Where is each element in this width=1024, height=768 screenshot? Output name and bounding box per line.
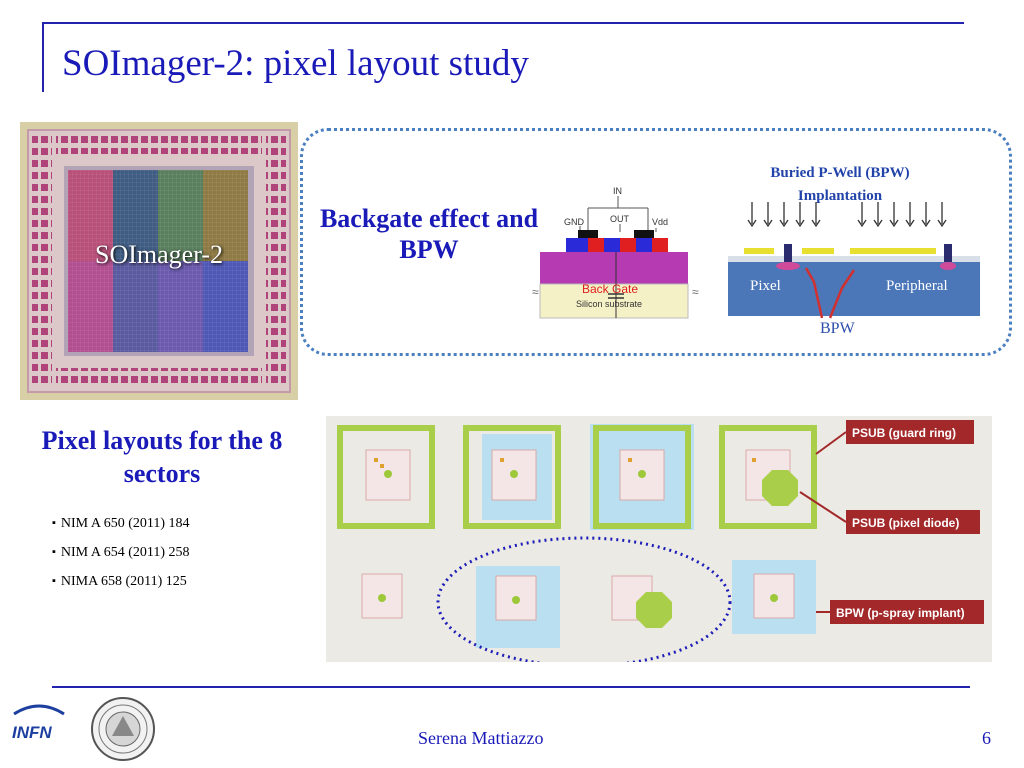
pixel-cell xyxy=(337,425,435,529)
chip-label: SOImager-2 xyxy=(95,240,223,269)
backgate-panel xyxy=(300,128,1012,356)
pixel-cell xyxy=(590,424,694,530)
label-pixel-diode: PSUB (pixel diode) xyxy=(852,516,959,530)
reference-item: NIM A 650 (2011) 184 xyxy=(52,516,190,545)
pixel-cell xyxy=(476,566,560,648)
bpw-label: BPW xyxy=(820,320,855,337)
label-vdd: Vdd xyxy=(652,217,668,227)
svg-text:≈: ≈ xyxy=(532,285,539,299)
chip-image xyxy=(20,122,298,400)
reference-item: NIMA 658 (2011) 125 xyxy=(52,574,190,603)
pixel-layouts-image: PSUB (guard ring) PSUB (pixel diode) BPW… xyxy=(326,416,992,668)
infn-logo: INFN xyxy=(8,700,70,750)
transistor-cross-section: ≈ ≈ IN GND OUT Vdd Back Gate Silicon sub… xyxy=(530,182,708,322)
reference-list: NIM A 650 (2011) 184 NIM A 654 (2011) 25… xyxy=(52,516,190,603)
title-rule-left xyxy=(42,22,44,92)
slide-title: SOImager-2: pixel layout study xyxy=(62,43,529,84)
page-number: 6 xyxy=(982,728,991,748)
backgate-caption: Backgate effect and BPW xyxy=(319,204,539,264)
bpw-diagram: Pixel Peripheral xyxy=(726,200,982,320)
reference-item: NIM A 654 (2011) 258 xyxy=(52,545,190,574)
label-back-gate: Back Gate xyxy=(582,282,638,296)
pixel-cell xyxy=(611,575,672,628)
footer-rule xyxy=(52,686,970,688)
footer-author: Serena Mattiazzo xyxy=(418,728,544,748)
pixel-layout-caption: Pixel layouts for the 8 sectors xyxy=(41,426,283,488)
pixel-cell xyxy=(719,425,817,529)
label-substrate: Silicon substrate xyxy=(576,299,642,309)
svg-text:≈: ≈ xyxy=(692,285,699,299)
label-out: OUT xyxy=(610,214,630,224)
label-pixel: Pixel xyxy=(750,278,781,294)
label-bpw-implant: BPW (p-spray implant) xyxy=(836,606,965,620)
bpw-diagram-title: Buried P-Well (BPW) Implantation xyxy=(770,165,910,204)
pixel-cell xyxy=(463,425,561,529)
title-rule-top xyxy=(42,22,964,24)
svg-text:INFN: INFN xyxy=(12,723,52,742)
label-in: IN xyxy=(613,186,622,196)
label-peripheral: Peripheral xyxy=(886,278,948,294)
pixel-cell xyxy=(361,573,403,619)
label-guard-ring: PSUB (guard ring) xyxy=(852,426,956,440)
university-seal xyxy=(90,696,156,762)
label-gnd: GND xyxy=(564,217,585,227)
pixel-cell xyxy=(732,560,816,634)
